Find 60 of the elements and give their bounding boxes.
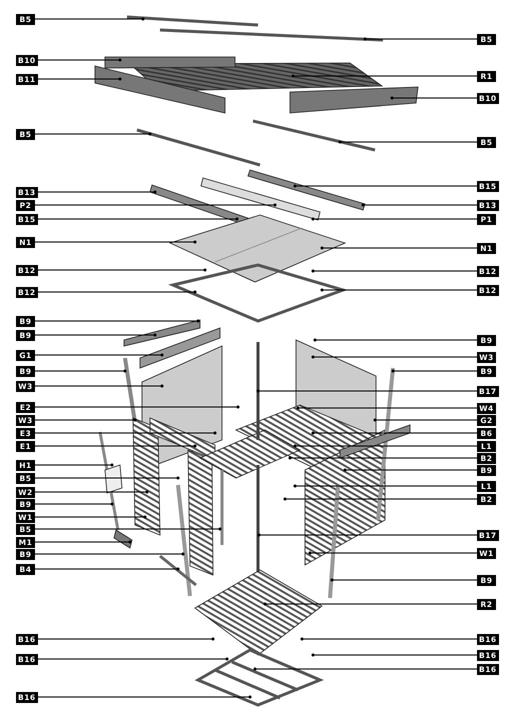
leader-line — [37, 638, 214, 640]
leader-line — [34, 132, 152, 136]
leader-line — [312, 654, 478, 656]
leader-line — [34, 384, 164, 388]
leader-line — [390, 96, 478, 100]
leader-line — [300, 638, 478, 640]
leader-line — [258, 534, 478, 536]
leader-line — [34, 502, 114, 506]
leader-line — [320, 246, 478, 250]
leader-line — [34, 432, 216, 434]
leader-line — [34, 418, 136, 422]
leader-line — [264, 602, 478, 606]
leader-line — [294, 184, 478, 188]
leader-line — [37, 290, 196, 294]
leader-line — [34, 528, 222, 530]
leader-line — [34, 18, 144, 20]
leader-line — [256, 390, 478, 392]
leader-line — [296, 406, 478, 410]
leader-line — [392, 370, 478, 372]
leader-line — [37, 658, 228, 660]
leader-line — [338, 140, 478, 144]
leader-line — [254, 668, 478, 670]
leader-line — [292, 74, 478, 78]
leader-line — [288, 456, 478, 460]
leader-line — [312, 218, 478, 220]
leader-line — [312, 356, 478, 358]
leader-line — [294, 484, 478, 488]
leader-line — [34, 370, 126, 372]
leader-line — [312, 432, 478, 434]
leader-line — [37, 218, 238, 220]
leader-line — [34, 320, 200, 322]
leader-line — [34, 334, 156, 336]
leader-line — [37, 78, 122, 80]
leader-line — [320, 288, 478, 292]
leader-line — [344, 468, 478, 472]
leader-line — [312, 270, 478, 272]
leader-line — [34, 354, 164, 356]
leader-line — [37, 268, 206, 272]
leader-line — [34, 490, 148, 494]
leader-line — [34, 240, 196, 244]
leader-line — [34, 476, 180, 480]
leader-line — [34, 552, 184, 556]
leader-line — [34, 516, 146, 518]
leader-line — [330, 578, 478, 582]
leader-line — [34, 540, 132, 544]
leader-line — [34, 464, 114, 466]
leader-line — [37, 58, 122, 62]
leader-line — [308, 552, 478, 554]
leader-line — [37, 696, 252, 698]
leader-line — [314, 338, 478, 342]
leader-line — [34, 568, 180, 570]
leader-line — [37, 190, 156, 194]
leader-line — [284, 498, 478, 500]
leader-line — [34, 406, 240, 408]
leader-line — [374, 418, 478, 422]
leader-line — [34, 204, 276, 206]
leader-line — [294, 444, 478, 448]
leader-line — [364, 38, 478, 40]
leader-line — [362, 204, 478, 206]
leader-line — [34, 444, 196, 448]
